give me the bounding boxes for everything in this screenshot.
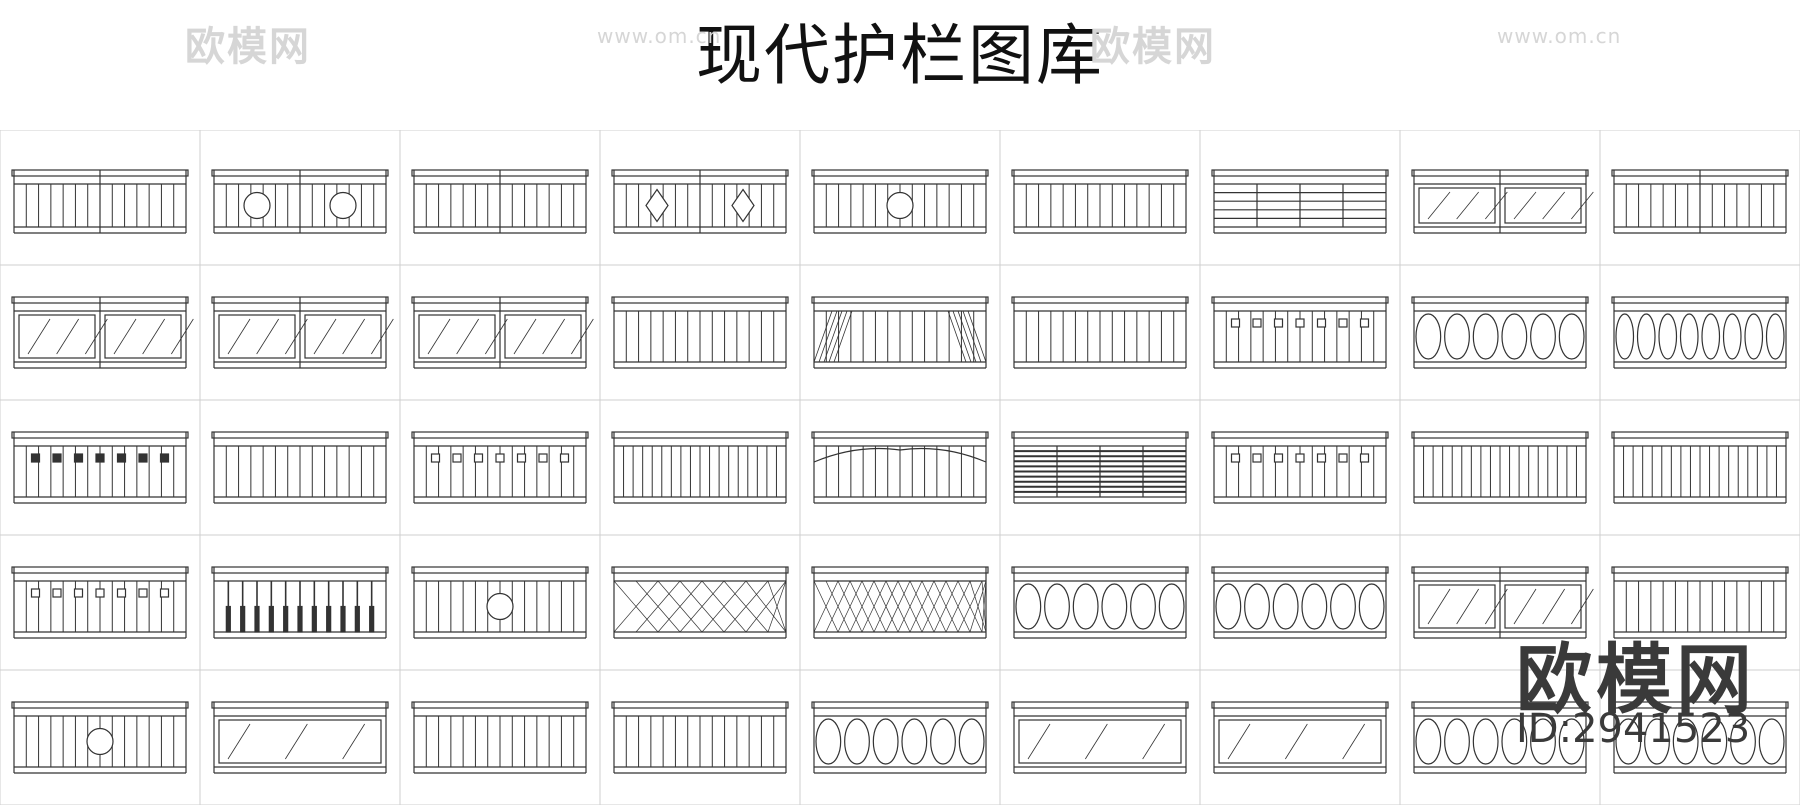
railing-drawing <box>411 701 589 774</box>
railing-drawing <box>611 701 789 774</box>
railing-drawing <box>1411 296 1589 369</box>
railing-drawing <box>11 701 189 774</box>
railing-drawing <box>611 566 789 639</box>
railing-drawing <box>1411 431 1589 504</box>
railing-drawing <box>1011 701 1189 774</box>
watermark-brand: 欧模网 <box>185 24 311 70</box>
railing-drawing <box>411 169 589 234</box>
railing-drawing <box>11 566 189 639</box>
railing-drawing <box>1211 566 1389 639</box>
railing-drawing <box>211 701 389 774</box>
railing-drawing <box>411 566 589 639</box>
railing-drawing <box>211 566 389 639</box>
railing-drawing <box>811 296 989 369</box>
railing-drawing <box>1011 296 1189 369</box>
railing-drawing <box>11 431 189 504</box>
railing-drawing <box>1611 701 1789 774</box>
railing-drawing <box>211 169 389 234</box>
railing-drawing <box>1611 169 1789 234</box>
railing-drawing <box>811 701 989 774</box>
railing-drawing <box>611 431 789 504</box>
railing-drawing <box>1411 169 1594 234</box>
railing-grid <box>0 130 1800 805</box>
railing-drawing <box>811 431 989 504</box>
brand-id: ID:2941523 <box>1516 706 1751 752</box>
railing-drawing <box>1211 296 1389 369</box>
railing-drawing <box>211 296 394 369</box>
watermark-brand: 欧模网 <box>1090 24 1216 70</box>
railing-drawing <box>611 169 789 234</box>
railing-drawing <box>11 169 189 234</box>
railing-drawing <box>1211 701 1389 774</box>
railing-drawing <box>1611 566 1789 639</box>
brand-logo: 欧模网 <box>1516 635 1756 724</box>
watermark-url: www.om.cn <box>1497 24 1622 48</box>
railing-drawing <box>811 566 989 639</box>
railing-drawing <box>1011 566 1189 639</box>
railing-drawing <box>1611 431 1789 504</box>
watermark-url: www.om.cn <box>597 24 722 48</box>
railing-drawing <box>11 296 194 369</box>
railing-drawing <box>1411 566 1594 639</box>
railing-drawing <box>1011 169 1189 234</box>
railing-drawing <box>811 169 989 234</box>
railing-drawing <box>1211 169 1389 234</box>
railing-drawing <box>211 431 389 504</box>
railing-drawing <box>611 296 789 369</box>
railing-drawing <box>411 296 594 369</box>
railing-drawing <box>1611 296 1789 369</box>
railing-drawing <box>1211 431 1389 504</box>
page-title: 现代护栏图库 <box>696 17 1104 94</box>
railing-drawing <box>411 431 589 504</box>
railing-drawing <box>1011 431 1189 504</box>
railing-drawing <box>1411 701 1589 774</box>
